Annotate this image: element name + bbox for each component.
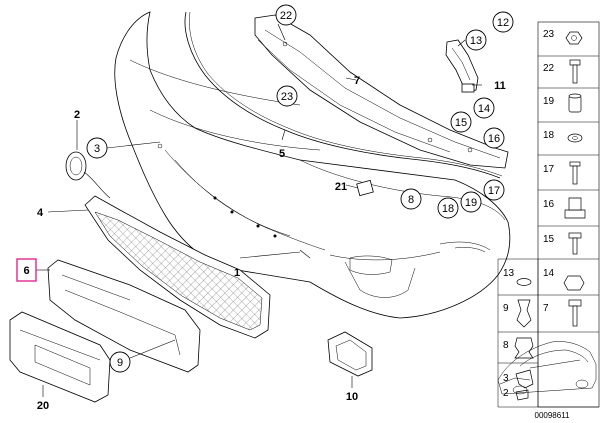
callout-1[interactable]: 1 [234,267,240,279]
callout-11[interactable]: 11 [494,80,506,92]
svg-text:18: 18 [543,130,555,141]
bumper-cover [114,11,511,319]
callout-17[interactable]: 17 [483,179,505,201]
callout-7[interactable]: 7 [354,75,360,87]
callout-14[interactable]: 14 [473,97,495,119]
svg-text:8: 8 [503,340,509,351]
callout-23[interactable]: 23 [276,85,298,107]
callout-6[interactable]: 6 [16,258,37,282]
svg-text:16: 16 [488,133,500,145]
svg-text:4: 4 [37,207,44,219]
callout-15[interactable]: 15 [450,111,472,133]
svg-text:21: 21 [335,181,347,193]
license-plate-base [9,311,111,403]
license-bracket [47,259,201,373]
callout-2[interactable]: 2 [74,109,80,121]
svg-text:10: 10 [346,391,358,403]
svg-text:22: 22 [280,10,292,22]
svg-text:14: 14 [543,268,555,279]
callout-16[interactable]: 16 [483,127,505,149]
fog-frame [327,331,373,377]
callout-4[interactable]: 4 [37,207,44,219]
svg-text:5: 5 [279,148,285,160]
car-thumbnail [497,341,597,395]
trim-strip [184,11,501,179]
sidebar-legend: 23 22 19 18 17 16 15 13 14 9 [497,21,600,408]
main-illustration [9,11,511,403]
svg-text:2: 2 [74,109,80,121]
callout-13[interactable]: 13 [465,29,487,51]
bracket-part [445,39,479,93]
svg-text:19: 19 [465,197,477,209]
callout-20[interactable]: 20 [37,400,49,412]
callout-19[interactable]: 19 [460,191,482,213]
svg-text:3: 3 [94,143,100,155]
svg-text:17: 17 [488,185,500,197]
svg-text:3: 3 [503,373,509,384]
svg-text:23: 23 [543,29,555,40]
svg-text:7: 7 [543,303,549,314]
svg-text:1: 1 [234,267,240,279]
callouts: 22 12 13 7 11 2 23 14 15 16 3 5 21 17 8 … [16,4,514,412]
leader-lines [36,23,482,397]
callout-21[interactable]: 21 [335,181,347,193]
svg-text:7: 7 [354,75,360,87]
svg-text:9: 9 [117,357,123,369]
svg-text:16: 16 [543,199,555,210]
svg-text:13: 13 [470,35,482,47]
svg-text:20: 20 [37,400,49,412]
callout-3[interactable]: 3 [86,137,108,159]
svg-text:9: 9 [503,303,509,314]
callout-22[interactable]: 22 [275,4,297,26]
fog-cover [65,151,111,199]
svg-text:15: 15 [455,117,467,129]
callout-5[interactable]: 5 [279,148,285,160]
svg-text:14: 14 [478,103,490,115]
callout-12[interactable]: 12 [492,11,514,33]
svg-text:15: 15 [543,234,555,245]
bumper-carrier [254,14,509,169]
lower-grille [84,195,271,339]
svg-text:18: 18 [442,203,454,215]
svg-text:8: 8 [408,194,414,206]
svg-text:11: 11 [494,80,506,92]
svg-text:13: 13 [503,268,515,279]
svg-text:17: 17 [543,164,555,175]
catalog-code: 00098611 [535,411,571,420]
svg-text:12: 12 [497,17,509,29]
svg-text:19: 19 [543,96,555,107]
callout-8[interactable]: 8 [400,188,422,210]
callout-18[interactable]: 18 [437,197,459,219]
svg-text:23: 23 [281,91,293,103]
svg-text:6: 6 [23,265,29,277]
callout-9[interactable]: 9 [109,351,131,373]
svg-text:22: 22 [543,63,555,74]
callout-10[interactable]: 10 [346,391,358,403]
